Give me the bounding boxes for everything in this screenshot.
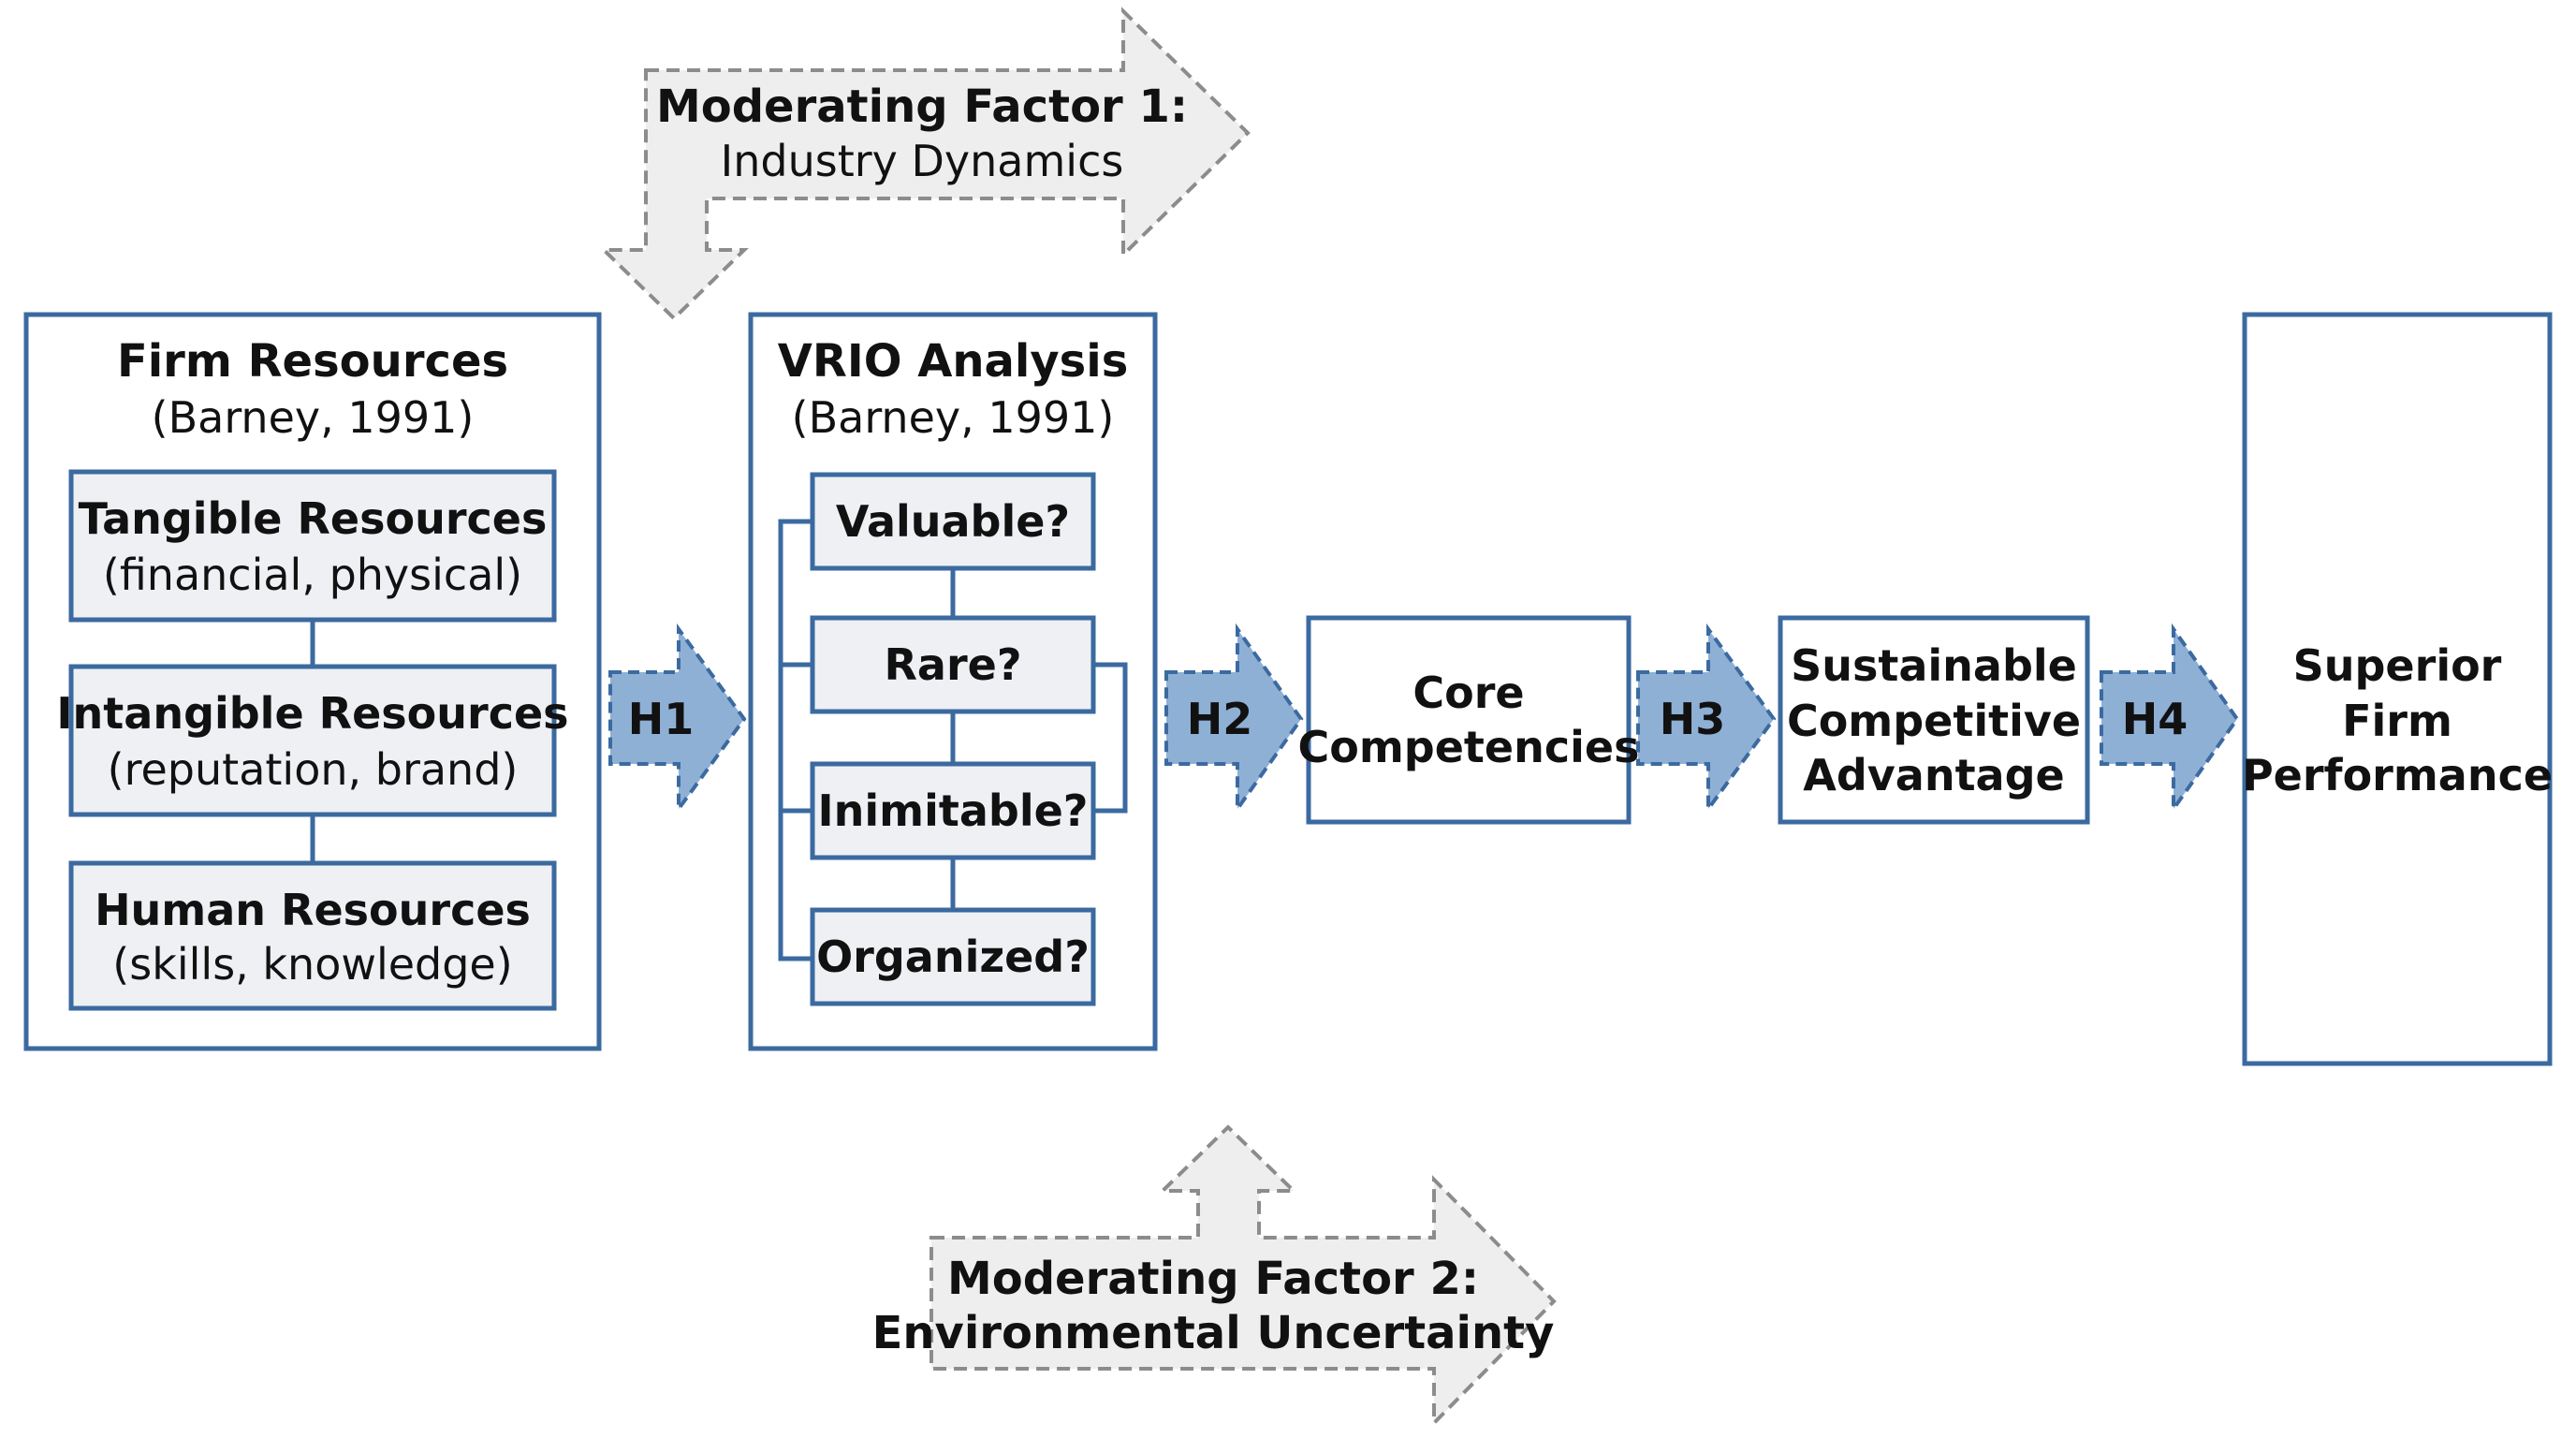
vrio-inimitable-label: Inimitable? bbox=[818, 785, 1089, 836]
h1-arrow-shape bbox=[608, 623, 747, 815]
h4-arrow-shape bbox=[2100, 623, 2240, 815]
core-competencies-frame bbox=[1306, 615, 1632, 825]
tangible-resources-detail: (financial, physical) bbox=[103, 550, 522, 600]
moderating-factor-2-subtitle: Environmental Uncertainty bbox=[872, 1307, 1555, 1359]
moderating-factor-1-arrow bbox=[599, 7, 1251, 321]
vrio-rare-label: Rare? bbox=[884, 639, 1021, 690]
vrio-valuable-label: Valuable? bbox=[836, 496, 1070, 547]
moderating-factor-1-title: Moderating Factor 1: bbox=[656, 81, 1188, 133]
moderating-factor-2-arrow bbox=[929, 1124, 1557, 1428]
core-competencies-box: Core Competencies bbox=[1298, 615, 1640, 825]
moderating-factor-1: Moderating Factor 1: Industry Dynamics bbox=[599, 7, 1251, 321]
intangible-resources-detail: (reputation, brand) bbox=[108, 744, 519, 795]
human-resources-detail: (skills, knowledge) bbox=[112, 939, 512, 990]
vrio-organized-box bbox=[810, 907, 1096, 1006]
h4-label: H4 bbox=[2122, 694, 2188, 744]
intangible-resources-title: Intangible Resources bbox=[56, 688, 568, 739]
h4-arrow: H4 bbox=[2100, 623, 2240, 815]
vrio-rare-box bbox=[810, 615, 1096, 714]
h1-label: H1 bbox=[628, 694, 695, 744]
sustainable-advantage-line3: Advantage bbox=[1803, 750, 2064, 800]
vrio-analysis-box: VRIO Analysis (Barney, 1991) Valuable? R… bbox=[748, 312, 1158, 1051]
vrio-inimitable-box bbox=[810, 761, 1096, 860]
vrio-organized-label: Organized? bbox=[816, 932, 1090, 982]
h2-arrow: H2 bbox=[1164, 623, 1304, 815]
human-resources-box bbox=[68, 860, 557, 1011]
h3-arrow: H3 bbox=[1636, 623, 1777, 815]
superior-performance-line2: Firm bbox=[2342, 696, 2452, 746]
firm-resources-box: Firm Resources (Barney, 1991) Tangible R… bbox=[23, 312, 602, 1051]
vrio-left-bracket bbox=[778, 519, 812, 961]
core-competencies-line2: Competencies bbox=[1298, 722, 1640, 772]
intangible-resources-box bbox=[68, 664, 557, 817]
sustainable-advantage-box: Sustainable Competitive Advantage bbox=[1778, 615, 2090, 825]
firm-resources-citation: (Barney, 1991) bbox=[152, 392, 475, 443]
h2-label: H2 bbox=[1187, 694, 1253, 744]
moderating-factor-2: Moderating Factor 2: Environmental Uncer… bbox=[872, 1124, 1557, 1428]
moderating-factor-2-title: Moderating Factor 2: bbox=[947, 1253, 1479, 1305]
human-resources-title: Human Resources bbox=[95, 885, 531, 935]
firm-resources-title: Firm Resources bbox=[117, 335, 508, 388]
moderating-factor-1-subtitle: Industry Dynamics bbox=[721, 136, 1124, 186]
h2-arrow-shape bbox=[1164, 623, 1304, 815]
vrio-right-bracket bbox=[1093, 662, 1128, 814]
sustainable-advantage-line1: Sustainable bbox=[1791, 640, 2077, 691]
tangible-resources-box bbox=[68, 469, 557, 623]
superior-performance-line1: Superior bbox=[2293, 640, 2502, 691]
superior-performance-frame bbox=[2242, 312, 2553, 1066]
vrio-analysis-title: VRIO Analysis bbox=[778, 335, 1129, 388]
sustainable-advantage-line2: Competitive bbox=[1787, 696, 2081, 746]
h1-arrow: H1 bbox=[608, 623, 747, 815]
h3-arrow-shape bbox=[1636, 623, 1777, 815]
superior-performance-line3: Performance bbox=[2242, 750, 2553, 800]
tangible-resources-title: Tangible Resources bbox=[79, 493, 548, 544]
h3-label: H3 bbox=[1660, 694, 1726, 744]
vrio-valuable-box bbox=[810, 472, 1096, 571]
sustainable-advantage-frame bbox=[1778, 615, 2090, 825]
superior-performance-box: Superior Firm Performance bbox=[2242, 312, 2553, 1066]
core-competencies-line1: Core bbox=[1412, 668, 1524, 718]
vrio-analysis-citation: (Barney, 1991) bbox=[792, 392, 1115, 443]
